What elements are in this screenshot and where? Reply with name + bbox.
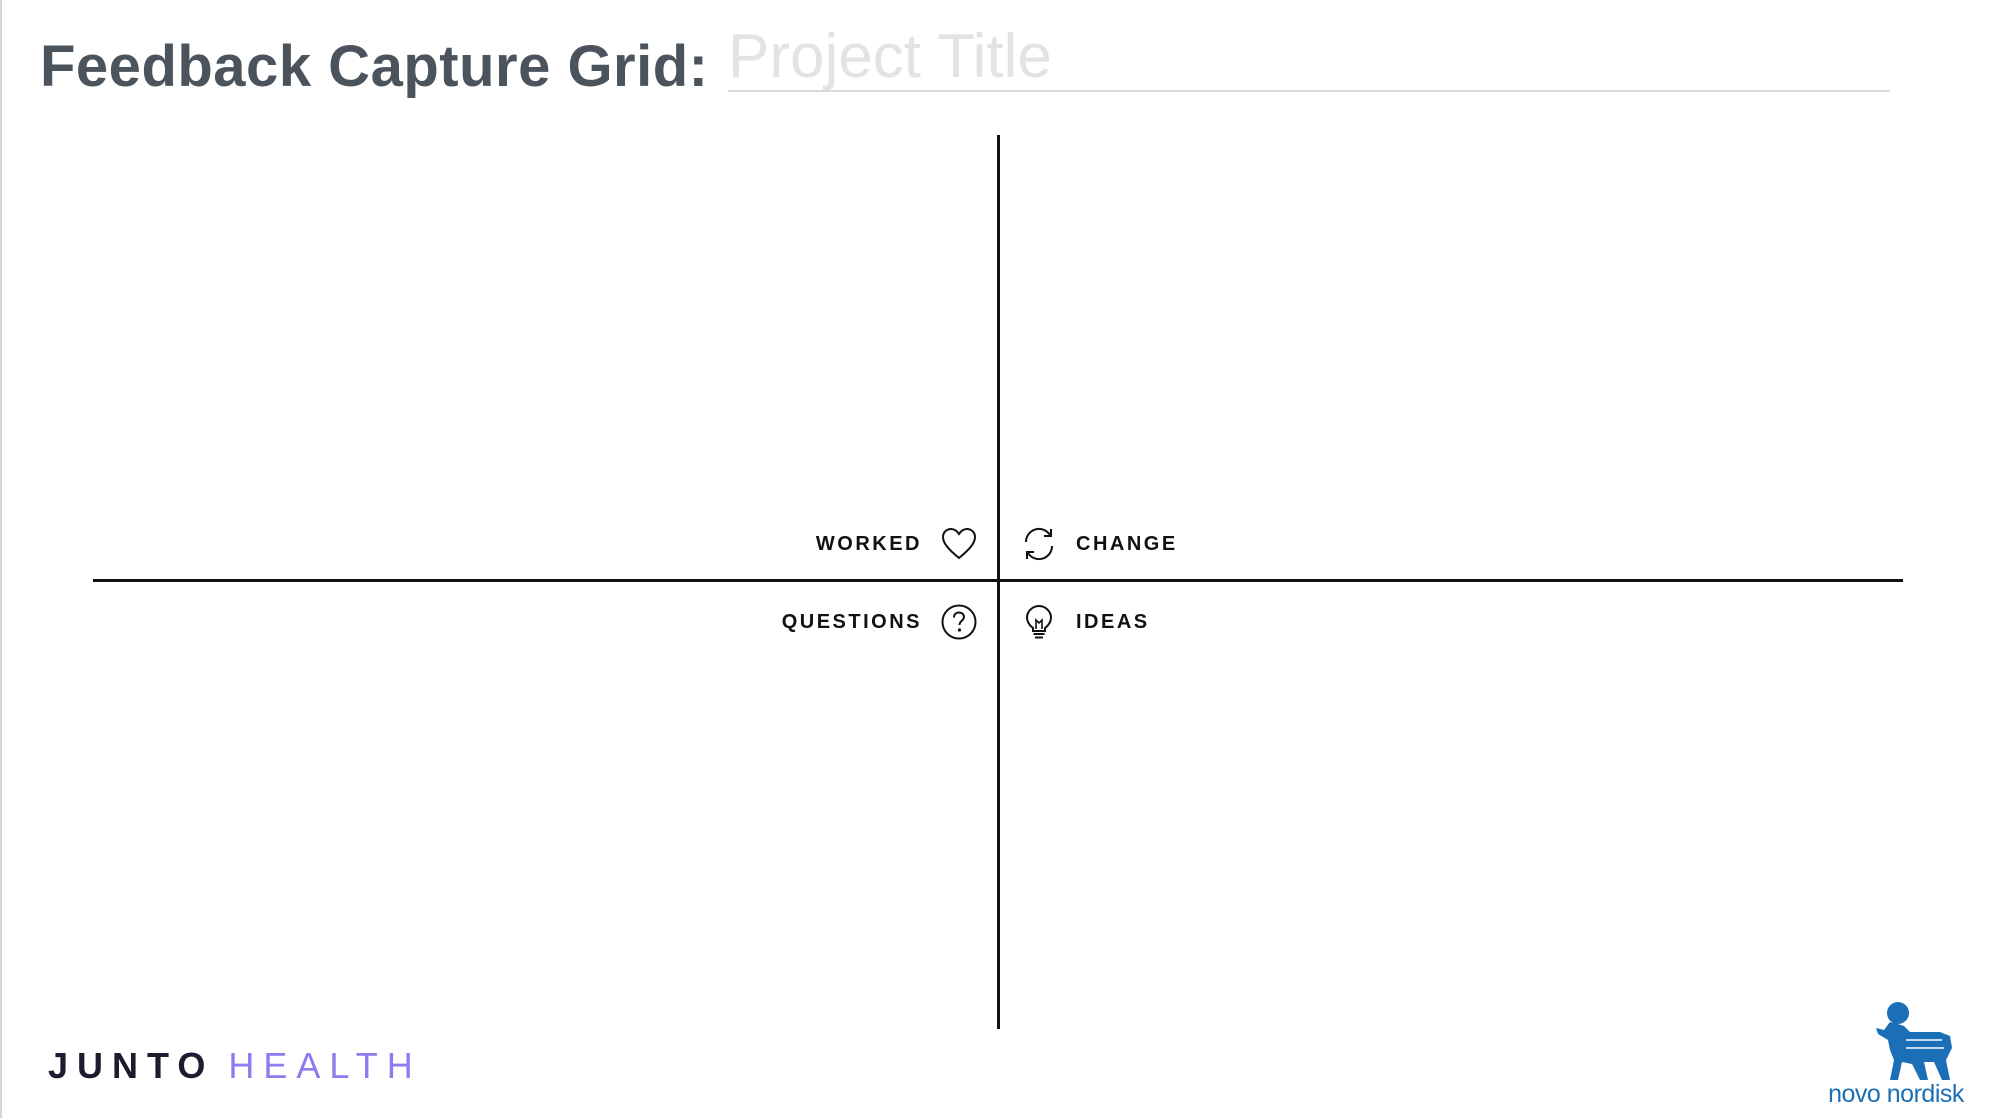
heart-icon (940, 525, 978, 563)
apis-bull-icon (1876, 1002, 1952, 1080)
horizontal-axis (93, 579, 1903, 582)
junto-health-logo: JUNTO HEALTH (48, 1045, 422, 1086)
ideas-label: IDEAS (1076, 610, 1150, 633)
quadrant-label-questions: QUESTIONS (782, 602, 978, 642)
junto-logo-text: JUNTO (48, 1045, 215, 1086)
page-header: Feedback Capture Grid: (40, 22, 708, 102)
vertical-axis (997, 135, 1000, 1029)
novo-nordisk-logo: novo nordisk (1826, 1000, 1966, 1110)
lightbulb-icon (1020, 603, 1058, 641)
quadrant-label-worked: WORKED (816, 524, 978, 564)
novo-nordisk-logo-text: novo nordisk (1828, 1080, 1964, 1108)
quadrant-label-change: CHANGE (1020, 524, 1178, 564)
worked-label: WORKED (815, 532, 922, 555)
page-left-border (0, 0, 2, 1118)
question-circle-icon (940, 603, 978, 641)
page-title: Feedback Capture Grid: (40, 34, 709, 99)
refresh-icon (1020, 525, 1058, 563)
health-logo-text: HEALTH (228, 1045, 422, 1086)
quadrant-label-ideas: IDEAS (1020, 602, 1150, 642)
questions-label: QUESTIONS (781, 610, 922, 633)
change-label: CHANGE (1076, 532, 1178, 555)
project-title-input[interactable] (728, 22, 1890, 92)
